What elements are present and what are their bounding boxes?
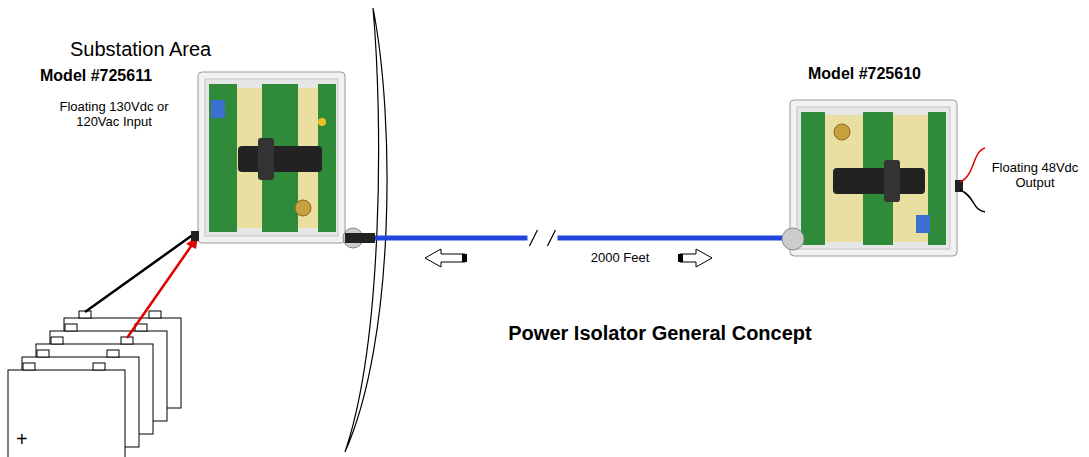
left-arrow xyxy=(425,249,465,267)
black-wire xyxy=(85,234,194,312)
black-output-wire xyxy=(960,190,985,212)
distance-label-box: 2000 Feet xyxy=(580,250,660,265)
area-label: Substation Area xyxy=(70,38,270,61)
distance-label: 2000 Feet xyxy=(580,250,660,265)
polarity-sign-box: + xyxy=(16,428,36,451)
enclosure-right xyxy=(790,100,963,256)
enclosure-left xyxy=(191,72,363,248)
input-label: Floating 130Vdc or 120Vac Input xyxy=(40,99,188,129)
cable-gland xyxy=(782,228,804,250)
red-wire xyxy=(127,242,194,338)
model-label: Model #725610 xyxy=(808,64,921,84)
input-label-box: Floating 130Vdc or 120Vac Input xyxy=(40,99,188,129)
diagram-title: Power Isolator General Concept xyxy=(470,322,850,345)
right-arrow xyxy=(680,249,712,267)
enclosure-node: Model #725611 xyxy=(198,72,345,243)
model-label: Model #725611 xyxy=(40,66,152,86)
cable-line xyxy=(345,236,790,241)
output-label: Floating 48Vdc Output xyxy=(989,160,1081,190)
enclosure-node: Model #725610 xyxy=(790,100,957,256)
diagram-title-box: Power Isolator General Concept xyxy=(470,322,850,345)
polarity-sign: + xyxy=(16,428,36,451)
battery-stack xyxy=(8,311,181,457)
arrow-tail xyxy=(462,254,467,262)
area-label-box: Substation Area xyxy=(70,38,270,61)
red-output-wire xyxy=(960,148,985,182)
output-label-box: Floating 48Vdc Output xyxy=(989,160,1081,190)
cable-connector xyxy=(345,233,375,243)
break-mark xyxy=(529,230,555,246)
arrow-tail xyxy=(678,254,683,262)
